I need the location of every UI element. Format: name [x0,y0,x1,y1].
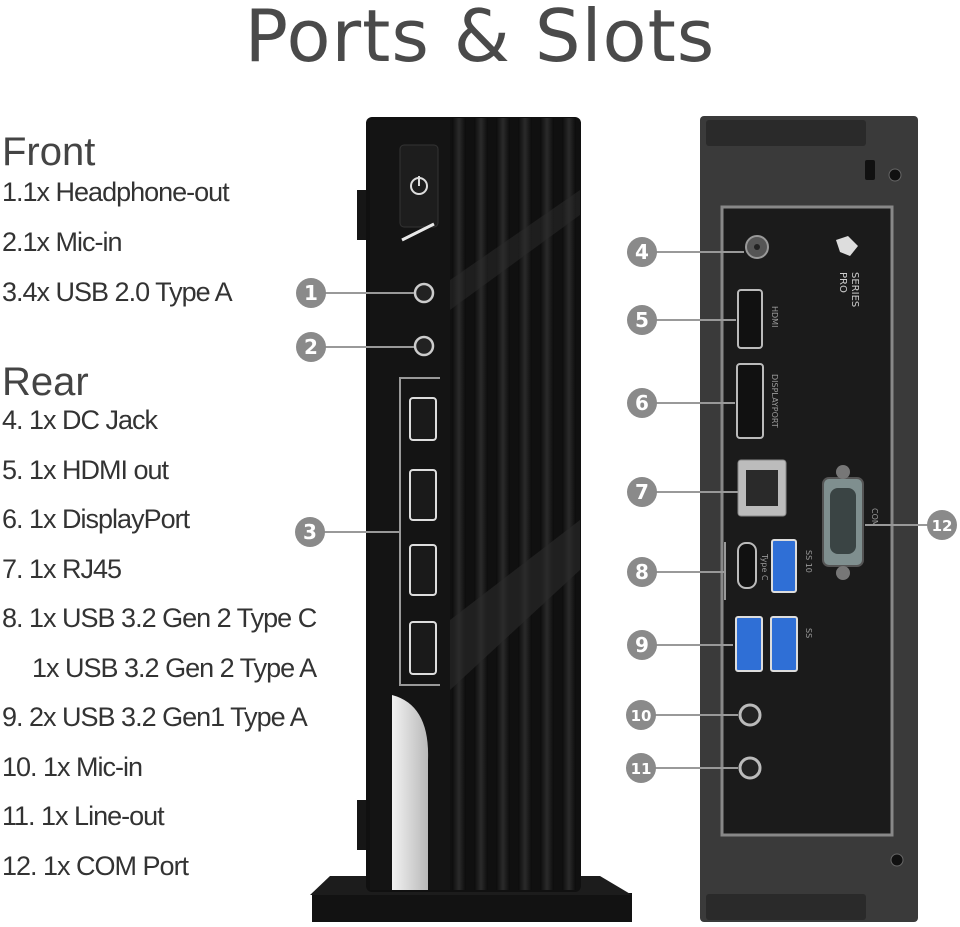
callout-badge-7: 7 [627,477,657,507]
power-led [401,222,435,242]
callout-badge-5: 5 [627,305,657,335]
usb-typec-port[interactable] [737,542,757,589]
hdmi-port[interactable] [737,289,763,349]
usb2-port[interactable] [409,621,437,675]
displayport-label: DISPLAYPORT [770,374,779,428]
chassis-screw [888,168,902,182]
front-port-list: Front 1.1x Headphone-out 2.1x Mic-in 3.4… [2,130,233,327]
callout-badges: 1 2 3 4 5 6 7 8 9 10 11 12 [295,237,957,783]
callout-number: 12 [932,517,953,535]
callout-badge-6: 6 [627,388,657,418]
callout-number: 9 [635,633,649,657]
callout-number: 5 [635,308,649,332]
callout-number: 6 [635,391,649,415]
callout-number: 4 [635,240,649,264]
rear-item: 1x USB 3.2 Gen 2 Type A [32,652,317,683]
com-screw [836,465,850,479]
callout-badge-3: 3 [295,517,325,547]
callout-number: 3 [303,520,317,544]
brand-plate [392,695,429,890]
ss-label: SS [804,628,813,638]
usb2-port[interactable] [409,469,437,521]
rear-item: 5. 1x HDMI out [2,454,169,485]
callout-number: 11 [631,760,652,778]
rear-item: 4. 1x DC Jack [2,405,158,435]
stand-base [312,893,632,922]
rear-item: 8. 1x USB 3.2 Gen 2 Type C [2,603,317,633]
line-out-jack[interactable] [738,756,762,780]
ss10-label: SS 10 [804,550,813,573]
callout-badge-9: 9 [627,630,657,660]
rear-view: PRO SERIES HDMI DISPLAYPORT COM Type C S… [700,116,918,922]
front-heading: Front [2,130,96,174]
brand-line1: PRO [837,272,848,293]
brand-line2: SERIES [849,272,860,307]
callout-badge-8: 8 [627,557,657,587]
usb3-gen2-port[interactable] [771,539,797,593]
rear-item: 10. 1x Mic-in [2,751,143,782]
rear-item: 9. 2x USB 3.2 Gen1 Type A [2,702,308,732]
page-title: Ports & Slots [244,0,716,78]
chassis-screw [890,853,904,867]
front-item: 3.4x USB 2.0 Type A [2,277,233,307]
front-item: 1.1x Headphone-out [2,177,230,207]
mic-jack[interactable] [413,335,435,357]
typec-label: Type C [760,553,769,581]
callout-number: 8 [635,560,649,584]
front-view [310,117,632,922]
kensington-lock [865,160,875,180]
callout-badge-4: 4 [627,237,657,267]
rear-item: 11. 1x Line-out [2,801,165,831]
callout-number: 10 [631,707,652,725]
tower-fins [450,118,580,890]
callout-number: 2 [304,335,318,359]
usb2-port[interactable] [409,397,437,441]
hdmi-label: HDMI [770,306,779,327]
displayport-port[interactable] [736,363,764,439]
callout-number: 1 [304,281,318,305]
usb3-gen1-port[interactable] [735,616,763,672]
callout-lines [322,251,930,769]
usb3-gen1-port[interactable] [770,616,798,672]
rear-item: 6. 1x DisplayPort [2,504,190,534]
callout-badge-10: 10 [626,700,656,730]
usb2-port[interactable] [409,544,437,596]
rear-mic-jack[interactable] [738,703,762,727]
front-item: 2.1x Mic-in [2,227,123,257]
callout-number: 7 [635,480,649,504]
callout-badge-2: 2 [296,332,326,362]
callout-badge-11: 11 [626,753,656,783]
rear-item: 7. 1x RJ45 [2,553,122,584]
rear-port-list: Rear 4. 1x DC Jack 5. 1x HDMI out 6. 1x … [2,360,317,900]
com-label: COM [870,508,879,527]
pro-series-logo: PRO SERIES [836,236,860,307]
rear-item: 12. 1x COM Port [2,850,189,881]
rear-heading: Rear [2,360,89,404]
callout-badge-12: 12 [927,510,957,540]
headphone-jack[interactable] [413,282,435,304]
callout-badge-1: 1 [296,278,326,308]
com-screw [836,566,850,580]
